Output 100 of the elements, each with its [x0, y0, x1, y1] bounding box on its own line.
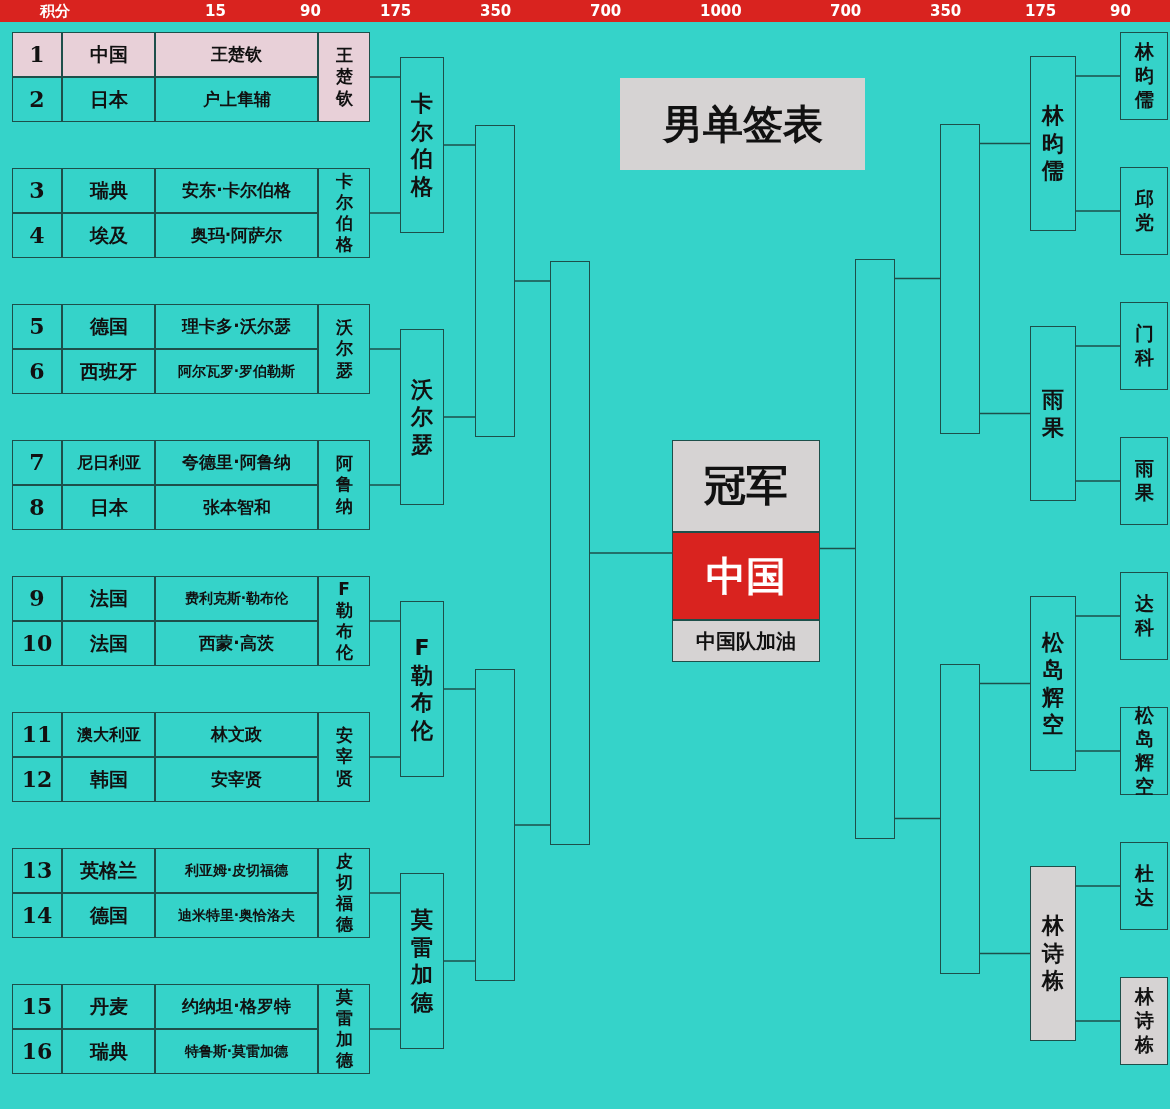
country-name: 中国 — [62, 32, 155, 77]
winner-name: 莫雷加德 — [400, 873, 444, 1049]
column-header: 积分 — [40, 2, 70, 21]
winner-name: 林诗栋 — [1120, 977, 1168, 1065]
winner-name: 王楚钦 — [318, 32, 370, 122]
winner-name: 松岛辉空 — [1030, 596, 1076, 771]
bracket-line — [443, 144, 476, 146]
winner-name: F勒布伦 — [400, 601, 444, 777]
country-name: 西班牙 — [62, 349, 155, 394]
column-header: 15 — [205, 2, 226, 20]
country-name: 日本 — [62, 485, 155, 530]
bracket-line — [1075, 885, 1121, 887]
bracket-line — [369, 756, 401, 758]
bracket-line — [1075, 480, 1121, 482]
bracket-line — [1075, 345, 1121, 347]
bracket-line — [894, 817, 941, 820]
winner-name: 莫雷加德 — [318, 984, 370, 1074]
seed-number: 4 — [12, 213, 62, 258]
bracket-box — [855, 258, 895, 839]
country-name: 日本 — [62, 77, 155, 122]
bracket-line — [1075, 210, 1121, 212]
seed-number: 8 — [12, 485, 62, 530]
country-name: 法国 — [62, 621, 155, 666]
country-name: 澳大利亚 — [62, 712, 155, 757]
seed-number: 14 — [12, 893, 62, 938]
player-name: 阿尔瓦罗·罗伯勒斯 — [155, 349, 318, 394]
bracket-line — [514, 824, 551, 826]
seed-number: 2 — [12, 77, 62, 122]
bracket-line — [1075, 615, 1121, 617]
column-header: 1000 — [700, 2, 742, 20]
bracket-line — [443, 960, 476, 962]
winner-name: 卡尔伯格 — [400, 57, 444, 233]
seed-number: 5 — [12, 304, 62, 349]
bracket-line — [443, 688, 476, 690]
winner-name: 皮切福德 — [318, 848, 370, 938]
winner-name: 林昀儒 — [1120, 32, 1168, 120]
winner-name: 松岛辉空 — [1120, 707, 1168, 795]
bracket-line — [894, 277, 941, 280]
player-name: 张本智和 — [155, 485, 318, 530]
winner-name: 卡尔伯格 — [318, 168, 370, 258]
player-name: 特鲁斯·莫雷加德 — [155, 1029, 318, 1074]
seed-number: 10 — [12, 621, 62, 666]
country-name: 德国 — [62, 893, 155, 938]
column-header: 700 — [590, 2, 622, 20]
seed-number: 12 — [12, 757, 62, 802]
winner-name: 林诗栋 — [1030, 866, 1076, 1041]
country-name: 丹麦 — [62, 984, 155, 1029]
winner-name: 林昀儒 — [1030, 56, 1076, 231]
player-name: 王楚钦 — [155, 32, 318, 77]
bracket-box — [940, 123, 980, 434]
column-header: 90 — [300, 2, 321, 20]
country-name: 尼日利亚 — [62, 440, 155, 485]
winner-name: 沃尔瑟 — [318, 304, 370, 394]
bracket-line — [589, 552, 673, 554]
winner-name: 门科 — [1120, 302, 1168, 390]
player-name: 夸德里·阿鲁纳 — [155, 440, 318, 485]
column-header: 175 — [380, 2, 412, 20]
champion-country: 中国 — [672, 532, 820, 620]
player-name: 约纳坦·格罗特 — [155, 984, 318, 1029]
player-name: 安东·卡尔伯格 — [155, 168, 318, 213]
bracket-line — [1075, 750, 1121, 752]
country-name: 德国 — [62, 304, 155, 349]
column-header: 175 — [1025, 2, 1057, 20]
winner-name: 阿鲁纳 — [318, 440, 370, 530]
player-name: 西蒙·高茨 — [155, 621, 318, 666]
column-header: 350 — [930, 2, 962, 20]
column-header: 700 — [830, 2, 862, 20]
country-name: 埃及 — [62, 213, 155, 258]
bracket-line — [1075, 1020, 1121, 1022]
winner-name: 邱党 — [1120, 167, 1168, 255]
country-name: 法国 — [62, 576, 155, 621]
seed-number: 6 — [12, 349, 62, 394]
bracket-box — [940, 663, 980, 974]
bracket-line — [979, 952, 1031, 955]
winner-name: 雨果 — [1030, 326, 1076, 501]
country-name: 韩国 — [62, 757, 155, 802]
bracket-line — [514, 280, 551, 282]
country-name: 英格兰 — [62, 848, 155, 893]
champion-heading: 冠军 — [672, 440, 820, 532]
player-name: 迪米特里·奥恰洛夫 — [155, 893, 318, 938]
bracket-box — [550, 261, 590, 845]
player-name: 林文政 — [155, 712, 318, 757]
player-name: 费利克斯·勒布伦 — [155, 576, 318, 621]
bracket-line — [369, 76, 401, 78]
player-name: 利亚姆·皮切福德 — [155, 848, 318, 893]
player-name: 户上隼辅 — [155, 77, 318, 122]
player-name: 理卡多·沃尔瑟 — [155, 304, 318, 349]
seed-number: 9 — [12, 576, 62, 621]
seed-number: 16 — [12, 1029, 62, 1074]
bracket-line — [979, 142, 1031, 145]
seed-number: 7 — [12, 440, 62, 485]
title-banner: 男单签表 — [620, 78, 865, 170]
country-name: 瑞典 — [62, 168, 155, 213]
winner-name: F勒布伦 — [318, 576, 370, 666]
bracket-line — [1075, 75, 1121, 77]
bracket-line — [369, 484, 401, 486]
seed-number: 3 — [12, 168, 62, 213]
winner-name: 安宰贤 — [318, 712, 370, 802]
bracket-box — [475, 669, 515, 981]
bracket-line — [369, 620, 401, 622]
